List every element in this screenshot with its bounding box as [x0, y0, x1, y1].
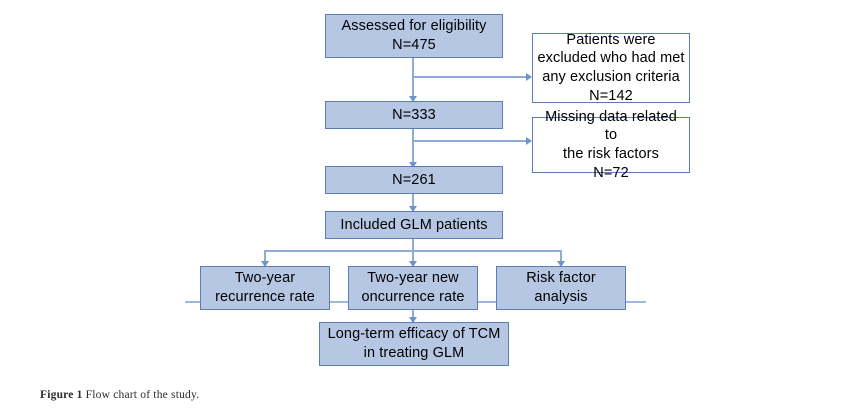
- arrow-into-risk-factor: [556, 261, 565, 267]
- node-included-glm-patients[interactable]: Included GLM patients: [325, 211, 503, 239]
- arrow-into-included: [408, 206, 417, 212]
- node-included-glm-patients-label: Included GLM patients: [340, 216, 488, 233]
- node-two-year-recurrence-rate[interactable]: Two-year recurrence rate: [200, 266, 330, 310]
- connector-split-left: [264, 250, 266, 267]
- arrow-into-n261: [408, 162, 417, 168]
- arrow-into-excluded: [526, 72, 532, 81]
- figure-caption: Figure 1 Flow chart of the study.: [40, 389, 199, 401]
- arrow-into-n333: [408, 96, 417, 102]
- connector-split-center: [412, 250, 414, 267]
- node-risk-factor-analysis[interactable]: Risk factor analysis: [496, 266, 626, 310]
- node-two-year-new-occurrence-rate-label: Two-year new oncurrence rate: [361, 270, 465, 305]
- arrow-into-new-occurrence: [408, 261, 417, 267]
- connector-n333-to-n261: [412, 128, 414, 168]
- node-excluded-criteria-label: Patients were excluded who had met any e…: [537, 31, 685, 104]
- node-n261-label: N=261: [392, 171, 436, 188]
- node-excluded-criteria[interactable]: Patients were excluded who had met any e…: [532, 31, 690, 104]
- connector-included-to-split: [412, 238, 414, 252]
- node-two-year-recurrence-rate-label: Two-year recurrence rate: [215, 270, 315, 305]
- arrow-into-conclusion: [408, 317, 417, 323]
- figure-caption-text: Flow chart of the study.: [85, 389, 200, 401]
- node-missing-data[interactable]: Missing data related to the risk factors…: [532, 109, 690, 181]
- node-n333[interactable]: N=333: [325, 101, 503, 129]
- arrow-into-recurrence: [260, 261, 269, 267]
- node-missing-data-label: Missing data related to the risk factors…: [545, 108, 677, 181]
- node-risk-factor-analysis-label: Risk factor analysis: [526, 270, 596, 305]
- node-assessed-for-eligibility-label: Assessed for eligibility N=475: [341, 18, 487, 53]
- connector-branch-to-excluded: [412, 76, 527, 78]
- node-long-term-efficacy-label: Long-term efficacy of TCM in treating GL…: [327, 326, 501, 361]
- connector-split-right: [560, 250, 562, 267]
- connector-merge-to-conclusion: [412, 301, 414, 323]
- figure-caption-label: Figure 1: [40, 389, 83, 401]
- node-n333-label: N=333: [392, 106, 436, 123]
- node-n261[interactable]: N=261: [325, 166, 503, 194]
- arrow-into-missing-data: [526, 136, 532, 145]
- connector-branch-to-missing-data: [412, 140, 527, 142]
- node-two-year-new-occurrence-rate[interactable]: Two-year new oncurrence rate: [348, 266, 478, 310]
- node-assessed-for-eligibility[interactable]: Assessed for eligibility N=475: [325, 14, 503, 58]
- connector-n261-to-included: [412, 194, 414, 212]
- node-long-term-efficacy[interactable]: Long-term efficacy of TCM in treating GL…: [319, 322, 509, 366]
- connector-assessed-to-n333: [412, 58, 414, 102]
